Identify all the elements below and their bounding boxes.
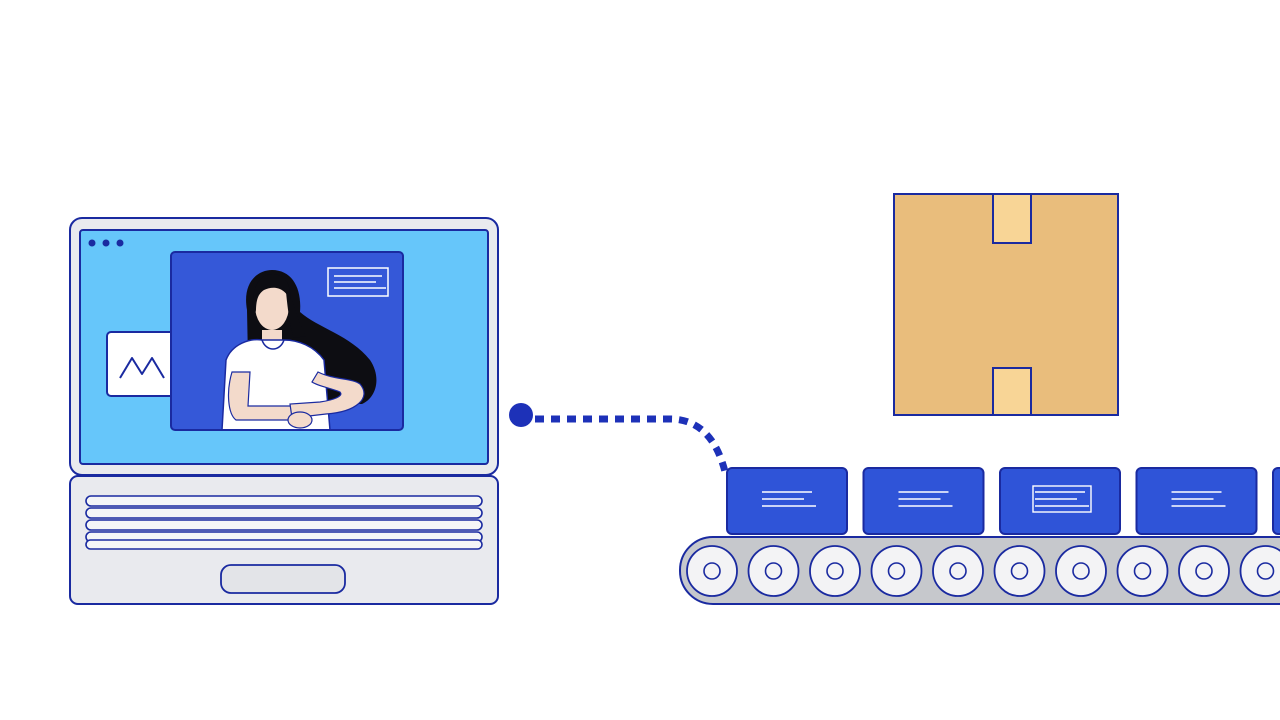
dotted-connector-icon <box>509 403 730 477</box>
package-box <box>999 467 1121 535</box>
roller-wheel-icon <box>1178 545 1230 597</box>
roller-wheel-icon <box>1055 545 1107 597</box>
label-lines-icon <box>1032 485 1092 513</box>
laptop-keyboard <box>85 495 483 550</box>
roller-wheel-icon <box>993 545 1046 597</box>
package-box <box>1135 467 1258 535</box>
roller-wheel-icon <box>686 545 738 597</box>
roller-wheel-icon <box>747 545 800 597</box>
text-lines-icon <box>327 267 389 297</box>
package-box <box>1272 467 1280 535</box>
box-tape-bottom <box>992 367 1032 416</box>
woman-avatar-illustration <box>221 270 377 430</box>
roller-wheel-icon <box>870 545 923 597</box>
roller-wheel-icon <box>1239 545 1280 597</box>
roller-wheel-icon <box>932 545 984 597</box>
label-lines-icon <box>762 491 816 507</box>
package-box <box>726 467 848 535</box>
video-call-panel <box>170 251 404 431</box>
conveyor-rollers <box>686 545 1280 597</box>
three-dots-icon <box>88 239 124 247</box>
roller-wheel-icon <box>1116 545 1169 597</box>
cardboard-box-icon <box>893 193 1119 416</box>
conveyor-belt <box>679 536 1280 605</box>
roller-wheel-icon <box>809 545 861 597</box>
conveyor-packages <box>726 467 1280 535</box>
laptop <box>69 217 499 605</box>
package-box <box>862 467 985 535</box>
laptop-trackpad <box>220 564 346 594</box>
box-tape-top <box>992 193 1032 244</box>
line-chart-icon <box>106 331 178 397</box>
label-lines-icon <box>1171 491 1226 507</box>
label-lines-icon <box>898 491 953 507</box>
